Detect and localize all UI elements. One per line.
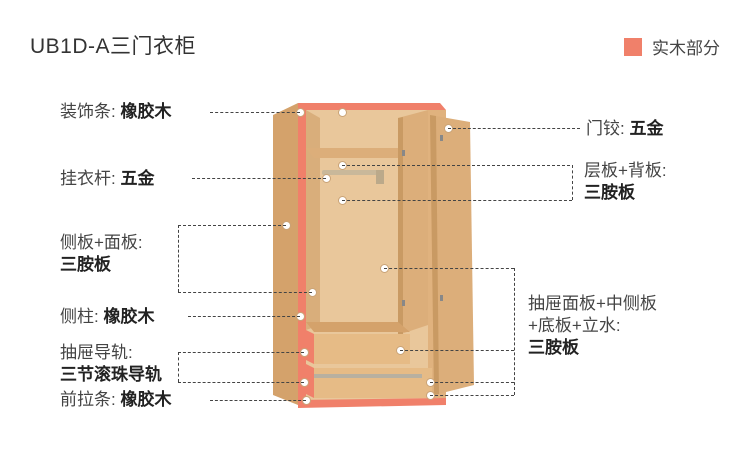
left-side-panel — [273, 103, 298, 405]
legend: 实木部分 — [624, 34, 720, 59]
upper-drawer-side — [306, 330, 314, 364]
label-trim-strip: 装饰条: 橡胶木 — [60, 101, 171, 123]
hinge — [440, 135, 443, 141]
label-material: 五金 — [629, 119, 664, 138]
drawer-rail — [314, 374, 422, 378]
label-hanging-rod: 挂衣杆: 五金 — [60, 168, 154, 190]
label-name: 侧板+面板: — [60, 233, 143, 252]
hinge — [402, 150, 405, 156]
label-material: 三胺板 — [584, 183, 635, 202]
label-name: 前拉条: — [60, 390, 116, 409]
label-name: 装饰条: — [60, 102, 116, 121]
label-drawer-rail: 抽屉导轨: 三节滚珠导轨 — [60, 342, 162, 386]
top-trim-strip — [298, 103, 446, 110]
label-side-post: 侧柱: 橡胶木 — [60, 306, 154, 328]
leader-line — [178, 352, 304, 353]
label-drawer-parts: 抽屉面板+中侧板 +底板+立水: 三胺板 — [528, 293, 657, 359]
label-name-line2: +底板+立水: — [528, 316, 621, 335]
leader-line — [178, 225, 179, 292]
label-material: 五金 — [120, 169, 155, 188]
leader-line — [178, 292, 312, 293]
lower-drawer-side — [306, 364, 314, 398]
label-name-line1: 抽屉面板+中侧板 — [528, 294, 657, 313]
leader-line — [430, 382, 514, 383]
leader-line — [192, 178, 326, 179]
label-shelf-back: 层板+背板: 三胺板 — [584, 160, 667, 204]
leader-line — [178, 352, 179, 382]
leader-line — [210, 400, 306, 401]
label-side-top-panel: 侧板+面板: 三胺板 — [60, 232, 143, 276]
legend-label: 实木部分 — [652, 39, 720, 58]
label-name: 抽屉导轨: — [60, 343, 133, 362]
leader-line — [342, 165, 570, 166]
leader-line — [400, 350, 514, 351]
label-name: 侧柱: — [60, 307, 99, 326]
label-material: 三胺板 — [528, 338, 579, 357]
interior-left-wall — [306, 110, 320, 330]
legend-swatch-solid-wood — [624, 37, 642, 56]
leader-line — [178, 382, 304, 383]
leader-line — [178, 225, 286, 226]
label-material: 橡胶木 — [103, 307, 155, 326]
right-door — [430, 115, 474, 395]
lower-drawer — [314, 368, 432, 398]
product-title: UB1D-A三门衣柜 — [30, 35, 197, 58]
leader-line — [448, 128, 580, 129]
label-material: 三节滚珠导轨 — [60, 365, 162, 384]
drawer-top-board — [306, 322, 410, 332]
label-name: 层板+背板: — [584, 161, 667, 180]
front-base-strip — [298, 398, 446, 408]
right-door-edge — [430, 115, 439, 395]
leader-line — [210, 112, 300, 113]
label-material: 橡胶木 — [120, 102, 172, 121]
upper-drawer — [314, 334, 410, 364]
rod-bracket — [376, 170, 384, 184]
label-name: 门铰: — [586, 119, 625, 138]
left-front-post — [298, 103, 306, 405]
label-front-strip: 前拉条: 橡胶木 — [60, 389, 171, 411]
leader-line — [514, 268, 515, 395]
hinge — [440, 295, 443, 301]
top-shelf — [306, 148, 410, 158]
hinge — [402, 300, 405, 306]
leader-line — [188, 316, 300, 317]
leader-line — [572, 165, 573, 200]
leader-line — [342, 200, 572, 201]
callout-dot — [338, 108, 347, 117]
leader-line — [384, 268, 514, 269]
label-door-hinge: 门铰: 五金 — [586, 118, 663, 140]
label-name: 挂衣杆: — [60, 169, 116, 188]
hanging-rod — [322, 170, 384, 175]
center-door — [398, 110, 428, 335]
center-door-edge — [398, 117, 403, 335]
label-material: 三胺板 — [60, 255, 111, 274]
leader-line — [430, 395, 514, 396]
label-material: 橡胶木 — [120, 390, 172, 409]
